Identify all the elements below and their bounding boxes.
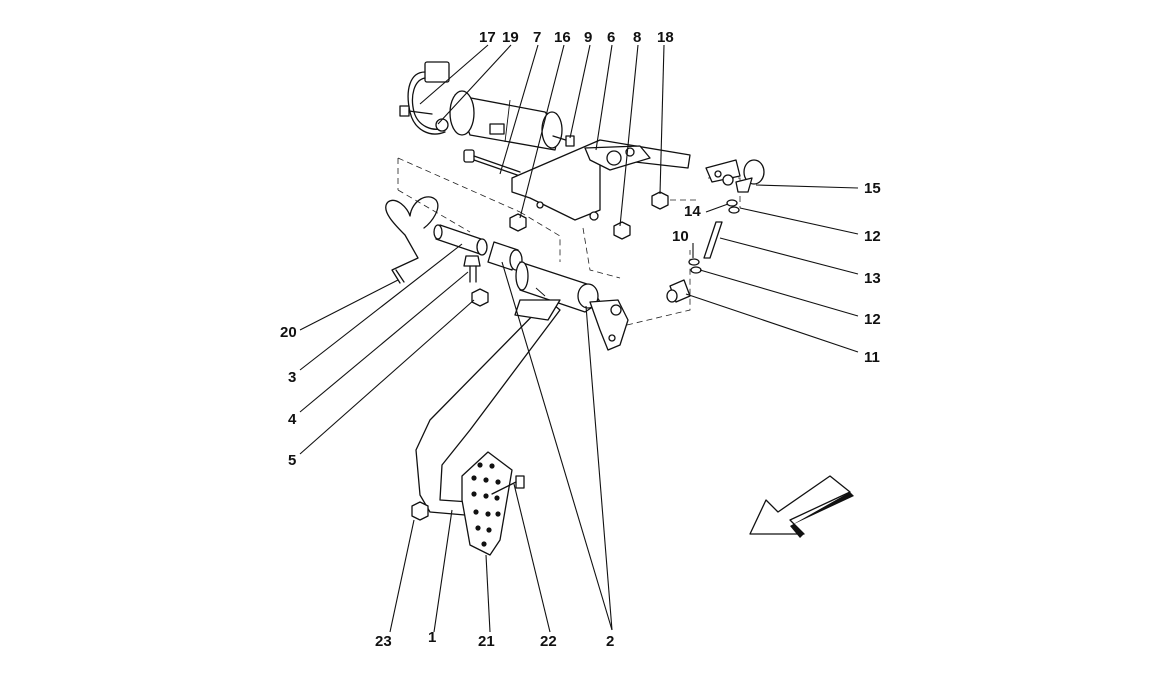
nut-5 [471, 288, 489, 307]
label-11: 11 [864, 349, 880, 366]
pad-holes [471, 462, 501, 547]
label-14: 14 [684, 203, 701, 220]
callout-labels: 17 19 7 16 9 6 8 18 15 14 12 10 13 12 11… [280, 29, 881, 650]
label-4: 4 [288, 411, 297, 428]
clevis-15 [705, 159, 765, 193]
pedal-pivot [515, 261, 629, 351]
rod-end-11 [666, 279, 691, 303]
label-16: 16 [554, 29, 571, 46]
leader-lines [299, 44, 859, 633]
bolt-4 [463, 255, 481, 283]
label-22: 22 [540, 633, 557, 650]
label-12-upper: 12 [864, 228, 881, 245]
label-21: 21 [478, 633, 495, 650]
label-2: 2 [606, 633, 614, 650]
sleeve-3 [433, 224, 488, 256]
label-12-lower: 12 [864, 311, 881, 328]
screw-22 [491, 475, 525, 495]
label-5: 5 [288, 452, 296, 469]
label-17: 17 [479, 29, 496, 46]
washer-10 [688, 258, 702, 274]
return-spring-20 [385, 196, 439, 284]
actuator-motor [449, 90, 563, 151]
nut-18 [651, 191, 669, 210]
label-8: 8 [633, 29, 641, 46]
long-bolt-7 [463, 149, 521, 177]
assembly-guides [397, 157, 741, 326]
pedal-pad-21 [461, 451, 513, 556]
label-18: 18 [657, 29, 674, 46]
nut-16 [509, 213, 527, 232]
label-20: 20 [280, 324, 297, 341]
washer-14 [726, 199, 740, 214]
label-7: 7 [533, 29, 541, 46]
threaded-rod-13 [703, 221, 723, 259]
label-6: 6 [607, 29, 615, 46]
label-23: 23 [375, 633, 392, 650]
bushing-2a [487, 241, 523, 271]
arrow-down-left-icon [749, 475, 854, 538]
label-15: 15 [864, 180, 881, 197]
nut-23 [411, 501, 429, 521]
bolt-17 [399, 105, 433, 117]
label-10: 10 [672, 228, 689, 245]
nut-8 [613, 221, 631, 240]
label-19: 19 [502, 29, 519, 46]
label-1: 1 [428, 629, 436, 646]
label-9: 9 [584, 29, 592, 46]
label-3: 3 [288, 369, 296, 386]
label-13: 13 [864, 270, 881, 287]
wiring-connector [407, 61, 450, 135]
mounting-bracket-6 [511, 139, 691, 221]
